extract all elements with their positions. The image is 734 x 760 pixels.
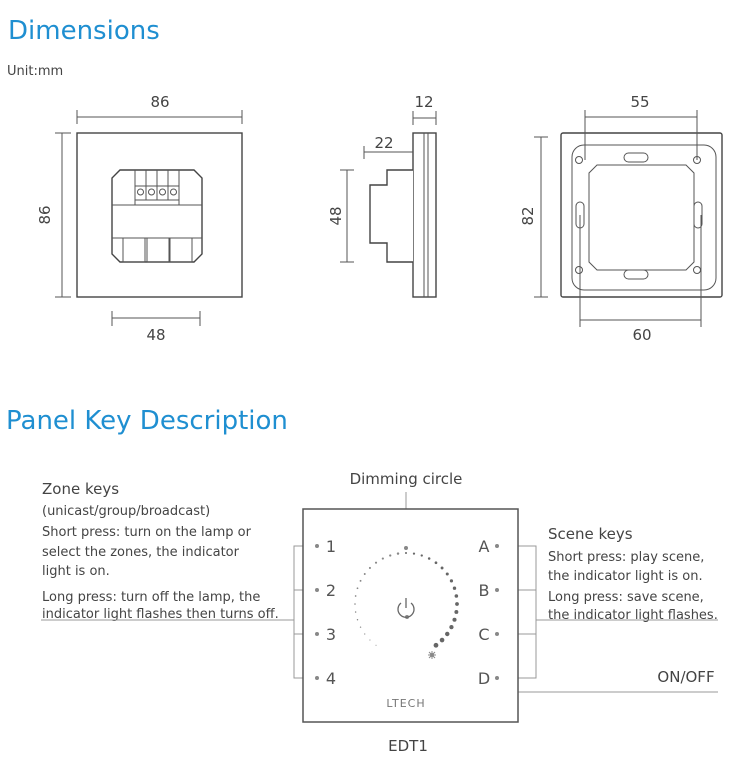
zone-keys-title: Zone keys xyxy=(42,480,119,498)
scene-desc-line: Long press: save scene, xyxy=(548,590,704,605)
scene-key-c[interactable]: C xyxy=(478,625,489,644)
zone-desc-line: Long press: turn off the lamp, the xyxy=(42,590,260,605)
dimming-dot xyxy=(369,639,371,641)
dimming-dot xyxy=(445,572,449,576)
dimensions-title: Dimensions xyxy=(8,16,160,46)
scene-key-d[interactable]: D xyxy=(478,669,490,688)
dimming-dot xyxy=(452,586,457,590)
brightness-icon xyxy=(428,651,436,659)
zone-desc-line: Short press: turn on the lamp or xyxy=(42,525,252,540)
side-thickness-label: 12 xyxy=(414,93,433,111)
side-view-drawing xyxy=(340,111,437,298)
front-module-width-label: 48 xyxy=(146,326,165,344)
side-depth-label: 22 xyxy=(374,134,393,152)
dimming-dot xyxy=(368,566,371,569)
dimming-dot xyxy=(381,557,384,560)
back-view-drawing xyxy=(534,110,723,327)
dimming-dot xyxy=(356,587,359,590)
zone-keys-subtitle: (unicast/group/broadcast) xyxy=(42,504,210,519)
dimming-dot xyxy=(449,625,454,630)
dimming-dot xyxy=(412,552,416,555)
dimming-circle-label: Dimming circle xyxy=(350,470,463,488)
brand-logo: LTECH xyxy=(386,697,425,710)
zone-key-3[interactable]: 3 xyxy=(326,625,336,644)
dimming-dot xyxy=(363,573,366,575)
dimming-dot xyxy=(454,594,459,598)
panel-title: Panel Key Description xyxy=(6,406,288,436)
dimming-dot xyxy=(389,554,392,557)
zone-key-1[interactable]: 1 xyxy=(326,537,336,556)
dimming-dot xyxy=(420,554,423,557)
zone-desc-line: indicator light flashes then turns off. xyxy=(42,607,279,622)
dimming-dot xyxy=(449,579,454,583)
onoff-label: ON/OFF xyxy=(657,668,714,686)
dimming-dot xyxy=(354,611,357,613)
dimming-dot xyxy=(396,552,400,555)
dimming-dot xyxy=(359,626,362,628)
scene-keys-title: Scene keys xyxy=(548,525,633,543)
key-dots xyxy=(315,544,499,680)
zone-key-2[interactable]: 2 xyxy=(326,581,336,600)
dimming-dot xyxy=(354,595,357,597)
back-height-label: 82 xyxy=(519,206,537,225)
dimming-dot xyxy=(375,644,377,646)
dimming-dot xyxy=(364,633,366,635)
front-height-label: 86 xyxy=(36,205,54,224)
dimming-dot xyxy=(433,642,439,648)
dimming-circle[interactable] xyxy=(354,552,459,648)
back-width-label: 60 xyxy=(632,326,651,344)
scene-key-b[interactable]: B xyxy=(479,581,490,600)
back-hole-spacing-label: 55 xyxy=(630,93,649,111)
dimming-dot xyxy=(359,579,362,582)
scene-key-a[interactable]: A xyxy=(479,537,490,556)
dimming-dot xyxy=(356,619,359,621)
dimming-dot xyxy=(440,566,444,570)
dimming-dot xyxy=(445,631,450,637)
zone-key-4[interactable]: 4 xyxy=(326,669,336,688)
dimming-dot xyxy=(452,617,457,622)
dimming-dot xyxy=(434,561,438,565)
power-icon[interactable] xyxy=(397,598,415,618)
dimming-dot xyxy=(455,602,459,606)
zone-desc-line: select the zones, the indicator xyxy=(42,545,240,560)
side-module-height-label: 48 xyxy=(327,206,345,225)
front-view-drawing xyxy=(55,110,243,326)
model-label: EDT1 xyxy=(388,737,428,755)
dimming-dot xyxy=(454,610,459,614)
dimming-dot xyxy=(405,552,407,554)
dimming-dot xyxy=(354,603,356,605)
scene-desc-line: the indicator light flashes. xyxy=(548,608,718,623)
dimming-dot xyxy=(374,561,378,564)
dimming-dot xyxy=(439,637,445,643)
front-width-label: 86 xyxy=(150,93,169,111)
scene-desc-line: Short press: play scene, xyxy=(548,550,704,565)
dimming-dot xyxy=(427,557,431,560)
zone-desc-line: light is on. xyxy=(42,564,110,579)
unit-label: Unit:mm xyxy=(7,64,63,79)
scene-desc-line: the indicator light is on. xyxy=(548,569,703,584)
